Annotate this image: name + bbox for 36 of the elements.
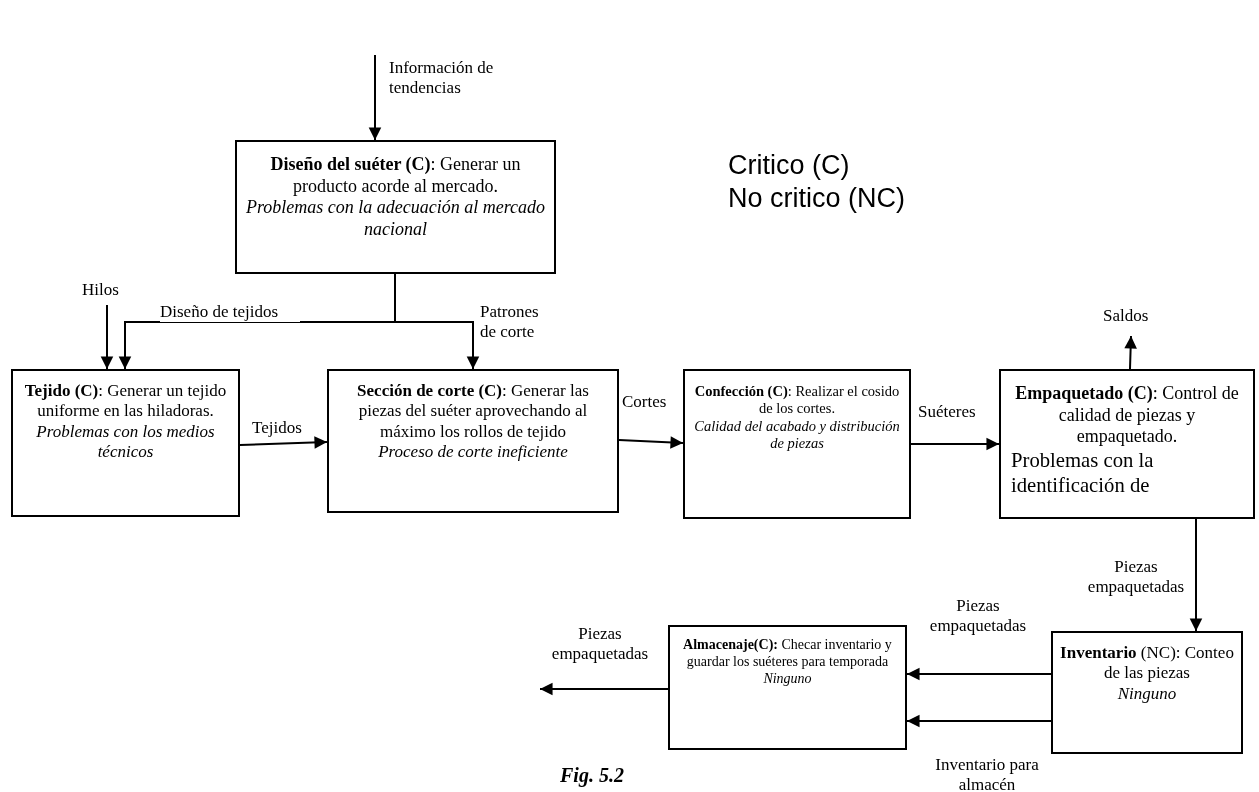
problem-note: Problemas con la identificación de — [1010, 447, 1155, 498]
problem-note: Ninguno — [1117, 683, 1177, 705]
figure-caption: Fig. 5.2 — [560, 764, 624, 787]
note-text: Critico (C) — [728, 150, 850, 181]
arrow — [368, 54, 382, 141]
arrow — [910, 437, 1000, 451]
process-description: Tejido (C): Generar un tejido uniforme en las hiladoras. — [23, 381, 228, 422]
problem-note: Ninguno — [763, 670, 812, 688]
process-description: Sección de corte (C): Generar las piezas del suéter aprovechando al máximo los rollos de tejido — [356, 381, 590, 443]
process-box — [235, 140, 556, 274]
edge-label: Diseño de tejidos — [160, 302, 300, 323]
process-box — [327, 369, 619, 513]
process-box — [11, 369, 240, 517]
process-box — [683, 369, 911, 519]
arrow — [539, 682, 669, 696]
process-description: Confección (C): Realizar el cosido de los cortes. — [693, 383, 901, 418]
arrow — [906, 714, 1052, 728]
process-description: Almacenaje(C): Checar inventario y guardar los suéteres para temporada — [682, 637, 893, 671]
arrow — [1124, 335, 1137, 370]
arrow — [239, 436, 328, 449]
problem-note: Problemas con los medios técnicos — [35, 421, 216, 463]
problem-note: Calidad del acabado y distribución de piezas — [693, 417, 901, 453]
problem-note: Problemas con la adecuación al mercado nacional — [244, 197, 547, 241]
process-description: Inventario (NC): Conteo de las piezas — [1059, 643, 1235, 684]
process-description: Empaquetado (C): Control de calidad de piezas y empaquetado. — [1014, 383, 1240, 448]
process-box — [999, 369, 1255, 519]
arrow — [618, 436, 684, 449]
arrow — [100, 304, 114, 370]
arrow — [906, 667, 1052, 681]
process-description: Diseño del suéter (C): Generar un producto acorde al mercado. — [269, 154, 522, 198]
arrow — [394, 273, 480, 370]
problem-note: Proceso de corte ineficiente — [378, 442, 568, 463]
note-text: No critico (NC) — [728, 183, 905, 214]
arrow — [1189, 518, 1203, 632]
process-box — [1051, 631, 1243, 754]
process-box — [668, 625, 907, 750]
